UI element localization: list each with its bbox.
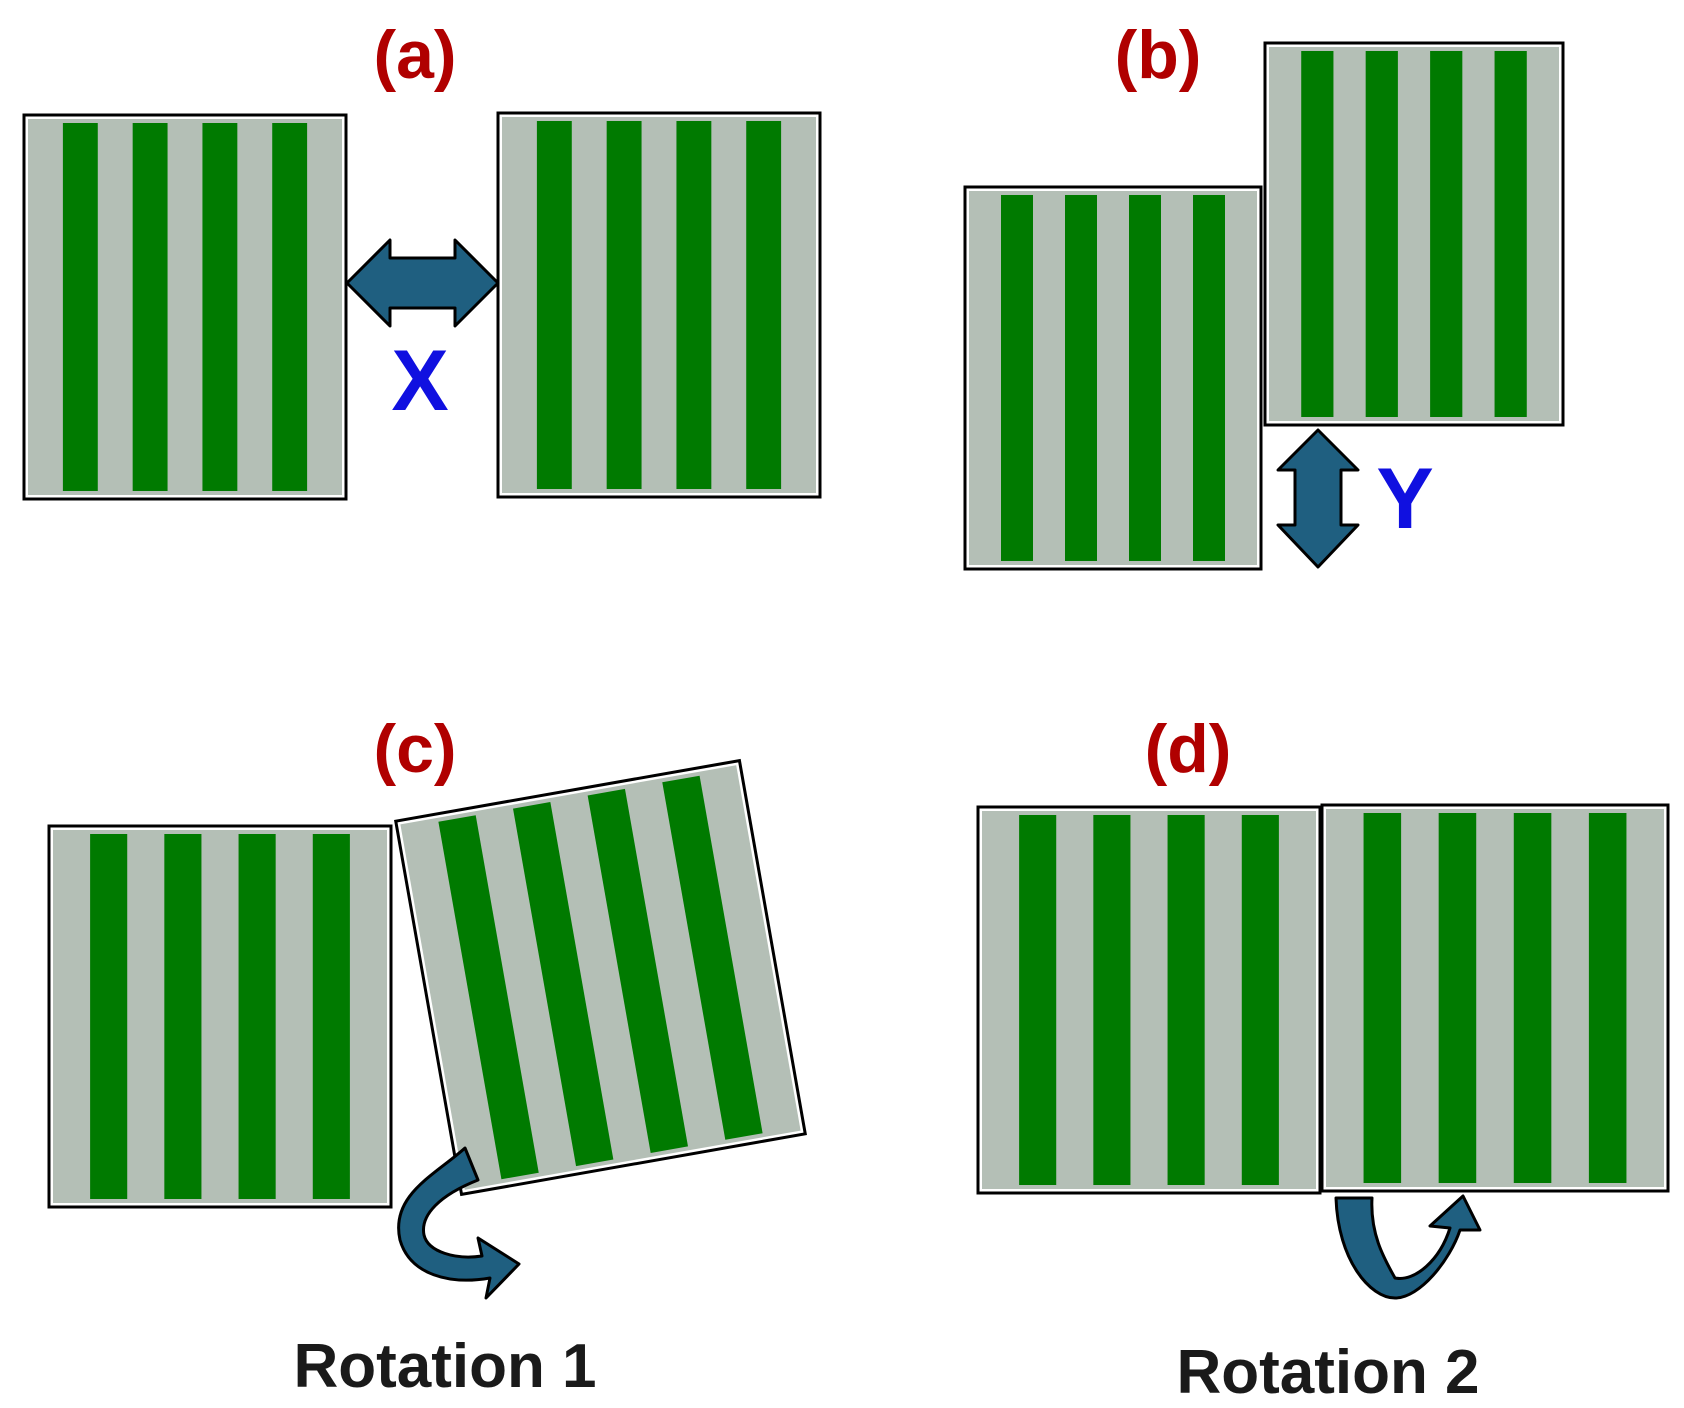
green-stripe [1019,815,1057,1185]
green-stripe [1093,815,1131,1185]
green-stripe [662,775,763,1140]
green-stripe [202,123,238,491]
green-stripe [438,815,539,1180]
grating-b-right [1263,41,1565,427]
green-stripe [272,123,308,491]
panel-label-d: (d) [1145,711,1232,787]
caption-rotation-2: Rotation 2 [1176,1338,1479,1407]
green-stripe [1129,195,1161,561]
green-stripe [606,121,642,489]
green-stripe [90,834,128,1199]
green-stripe [1430,51,1463,417]
grating-outline [1320,803,1670,1193]
grating-a-left [22,113,348,501]
curved-arrow-rotation-1-icon [397,1146,521,1300]
grating-d-right [1320,803,1670,1193]
green-stripe [1241,815,1279,1185]
green-stripe [1167,815,1205,1185]
panel-a: (a) X [22,17,822,501]
green-stripe [1193,195,1225,561]
green-stripe [1365,51,1398,417]
grating-outline [47,824,393,1209]
double-arrow-vertical-icon [1276,428,1360,569]
green-stripe [746,121,782,489]
panel-label-a: (a) [373,17,456,93]
grating-outline [394,758,807,1197]
grating-b-left [963,185,1263,571]
green-stripe [132,123,168,491]
panel-label-c: (c) [373,711,456,787]
green-stripe [238,834,276,1199]
green-stripe [1363,813,1402,1183]
green-stripe [1301,51,1334,417]
green-stripe [1588,813,1627,1183]
green-stripe [1513,813,1552,1183]
green-stripe [164,834,202,1199]
curved-arrow-rotation-2-icon [1334,1194,1482,1300]
grating-c-rotated [394,758,807,1197]
green-stripe [312,834,350,1199]
green-stripe [536,121,572,489]
green-stripe [1001,195,1033,561]
green-stripe [1065,195,1097,561]
double-arrow-horizontal-icon [345,238,500,328]
grating-a-right [496,111,822,499]
green-stripe [513,802,614,1167]
green-stripe [676,121,712,489]
green-stripe [587,788,688,1153]
grating-outline [963,185,1263,571]
panel-d: (d) Rotation 2 [976,711,1670,1407]
green-stripe [1494,51,1527,417]
panel-label-b: (b) [1115,17,1202,93]
axis-label-y: Y [1376,451,1433,547]
panel-c: (c) Rotation 1 [47,711,807,1401]
green-stripe [62,123,98,491]
grating-outline [1263,41,1565,427]
grating-outline [976,805,1322,1195]
grating-outline [22,113,348,501]
grating-c-left [47,824,393,1209]
axis-label-x: X [391,333,448,429]
caption-rotation-1: Rotation 1 [293,1332,596,1401]
panel-b: (b) Y [963,17,1565,571]
grating-outline [496,111,822,499]
grating-d-left [976,805,1322,1195]
green-stripe [1438,813,1477,1183]
